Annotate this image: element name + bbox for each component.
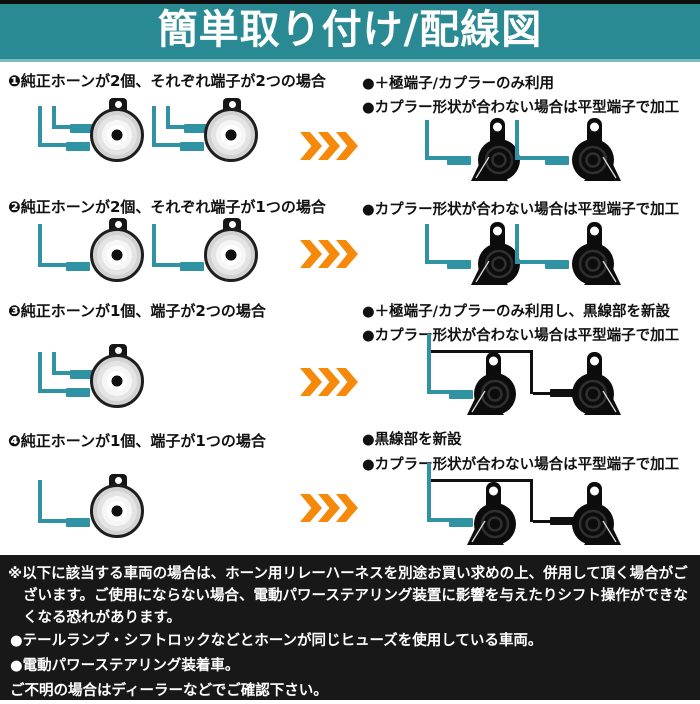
stock-horn-two-terminal — [38, 344, 156, 418]
footer-closing: ご不明の場合はディーラーなどでご確認下さい。 — [10, 683, 328, 700]
new-black-wire — [431, 479, 533, 522]
connector — [180, 262, 204, 271]
connector — [184, 124, 208, 133]
wire — [52, 352, 74, 375]
wire — [425, 120, 451, 160]
black-connector — [550, 517, 574, 525]
disc-horn-icon — [90, 474, 146, 538]
wire — [166, 106, 188, 129]
snail-horn-icon — [465, 352, 518, 416]
connector — [449, 390, 473, 399]
new-black-wire — [533, 520, 553, 523]
disc-horn-icon — [90, 98, 146, 162]
stock-horn-one-terminal — [38, 218, 156, 292]
bolt-hole — [114, 101, 122, 108]
arrow-chevrons-icon — [300, 368, 358, 396]
wire — [427, 463, 453, 522]
new-black-wire — [533, 392, 553, 395]
case-4-note-1: ●黒線部を新設 — [362, 432, 462, 448]
case-1-heading: ❶純正ホーンが2個、それぞれ端子が2つの場合 — [8, 72, 326, 90]
case-2-heading: ❷純正ホーンが2個、それぞれ端子が1つの場合 — [8, 198, 326, 216]
disc-horn-icon — [90, 344, 146, 408]
bolt-hole — [114, 221, 122, 228]
bolt-hole — [228, 221, 236, 228]
footer-note: ※以下に該当する車両の場合は、ホーン用リレーハーネスを別途お買い求めの上、併用し… — [8, 566, 688, 626]
page-header: 簡単取り付け/配線図 — [0, 0, 700, 62]
wire — [427, 334, 453, 394]
wire — [38, 224, 70, 267]
connector — [66, 388, 90, 397]
connector — [545, 260, 569, 269]
stock-horn-one-terminal — [38, 474, 156, 548]
snail-horn-icon — [570, 352, 623, 416]
connector — [70, 370, 94, 379]
stock-horn-one-terminal — [152, 218, 270, 292]
wire — [425, 224, 451, 264]
arrow-chevrons-icon — [300, 132, 358, 160]
stock-horn-two-terminal — [38, 98, 156, 172]
snail-horn-icon — [465, 482, 518, 546]
disc-horn-icon — [204, 218, 260, 282]
connector — [447, 156, 471, 165]
wire — [38, 106, 70, 147]
wire — [52, 106, 74, 129]
footer-warning: ※以下に該当する車両の場合は、ホーン用リレーハーネスを別途お買い求めの上、併用し… — [0, 555, 700, 700]
disc-horn-icon — [204, 98, 260, 162]
bolt-hole — [114, 477, 122, 484]
case-1-note-2: ●カプラー形状が合わない場合は平型端子で加工 — [362, 100, 680, 116]
case-4-heading: ❹純正ホーンが1個、端子が1つの場合 — [8, 432, 266, 450]
wire — [515, 120, 549, 160]
case-2-note-1: ●カプラー形状が合わない場合は平型端子で加工 — [362, 202, 680, 218]
snail-horn-icon — [570, 118, 623, 182]
case-1-row: ❶純正ホーンが2個、それぞれ端子が2つの場合 ●＋極端子/カプラーのみ利 — [0, 62, 700, 190]
bolt-hole — [228, 101, 236, 108]
snail-horn-icon — [570, 482, 623, 546]
case-2-row: ❷純正ホーンが2個、それぞれ端子が1つの場合 ●カプラー形状が合わない場合は平型… — [0, 190, 700, 292]
bolt-hole — [114, 347, 122, 354]
page-title: 簡単取り付け/配線図 — [157, 6, 543, 53]
connector — [66, 518, 90, 527]
connector — [70, 124, 94, 133]
connector — [449, 518, 473, 527]
arrow-chevrons-icon — [300, 494, 358, 522]
wire — [38, 352, 70, 393]
footer-bullet-2: ●電動パワーステアリング装着車。 — [10, 658, 240, 675]
connector — [180, 142, 204, 151]
wire — [152, 106, 184, 147]
connector — [66, 142, 90, 151]
wire — [38, 480, 70, 523]
footer-bullet-1: ●テールランプ・シフトロックなどとホーンが同じヒューズを使用している車両。 — [10, 633, 543, 650]
black-connector — [550, 389, 574, 397]
case-4-note-2: ●カプラー形状が合わない場合は平型端子で加工 — [362, 457, 680, 473]
new-black-wire — [431, 350, 533, 394]
wire — [515, 224, 549, 264]
case-3-note-2: ●カプラー形状が合わない場合は平型端子で加工 — [362, 328, 680, 344]
case-3-note-1: ●＋極端子/カプラーのみ利用し、黒線部を新設 — [362, 304, 670, 320]
stock-horn-two-terminal — [152, 98, 270, 172]
case-1-note-1: ●＋極端子/カプラーのみ利用 — [362, 76, 554, 92]
disc-horn-icon — [90, 218, 146, 282]
connector — [66, 262, 90, 271]
connector — [545, 156, 569, 165]
arrow-chevrons-icon — [300, 240, 358, 268]
wire — [152, 224, 184, 267]
case-3-heading: ❸純正ホーンが1個、端子が2つの場合 — [8, 302, 266, 320]
case-3-row: ❸純正ホーンが1個、端子が2つの場合 ●＋極端子/カプラーのみ利用し、黒線部を新… — [0, 292, 700, 422]
connector — [447, 260, 471, 269]
case-4-row: ❹純正ホーンが1個、端子が1つの場合 ●黒線部を新設 ●カプラー形状が合わない場… — [0, 422, 700, 555]
snail-horn-icon — [570, 222, 623, 286]
